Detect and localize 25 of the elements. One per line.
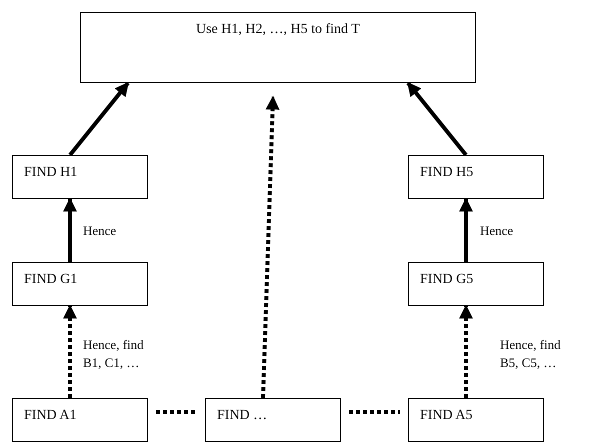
node-text: FIND G5 [420,272,474,288]
dotted-connector [156,410,197,414]
node-text: FIND H1 [24,165,78,181]
node-text: FIND A1 [24,408,77,424]
step-box [12,262,148,306]
arrow [63,304,77,398]
arrow [261,96,280,398]
node-text: FIND G1 [24,272,78,288]
step-box [12,398,148,442]
arrow [406,82,468,156]
step-box [205,398,341,442]
step-box [408,398,544,442]
node-text: FIND H5 [420,165,474,181]
node-text: Use H1, H2, …, H5 to find T [196,22,360,38]
arrow [63,198,77,262]
step-box [408,262,544,306]
arrow [459,304,473,398]
goal-box [80,12,476,83]
step-box [12,155,148,199]
node-text: FIND A5 [420,408,473,424]
step-box [408,155,544,199]
node-text: FIND … [217,408,268,424]
arrow [68,82,130,156]
dotted-connector [349,410,400,414]
arrow [459,198,473,262]
